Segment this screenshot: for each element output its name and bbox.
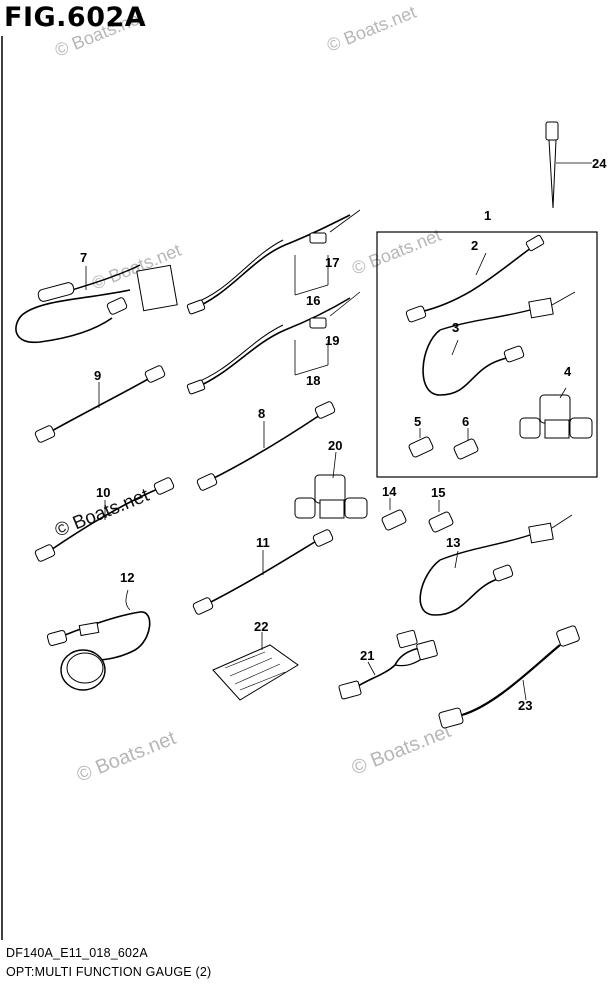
part-13-power-cable	[419, 514, 573, 616]
callout-10: 10	[96, 485, 110, 500]
part-7-sensor-cable	[15, 264, 178, 343]
part-24-cable-tie	[545, 121, 592, 209]
part-6-terminator	[453, 428, 479, 460]
callout-24: 24	[592, 156, 607, 171]
part-14-terminator	[381, 498, 407, 531]
callout-6: 6	[462, 414, 469, 429]
callout-7: 7	[80, 250, 87, 265]
footer-name: OPT:MULTI FUNCTION GAUGE (2)	[6, 965, 212, 979]
callout-5: 5	[414, 414, 421, 429]
part-18-harness	[186, 291, 361, 395]
part-2-cable	[405, 234, 545, 323]
part-23-cable	[438, 625, 580, 729]
part-10-cable	[34, 477, 175, 562]
part-11-cable	[192, 529, 334, 615]
part-15-terminator	[428, 500, 454, 533]
callout-11: 11	[256, 535, 270, 550]
part-12-transducer	[46, 589, 151, 691]
part-16-harness	[186, 209, 361, 315]
kit-box	[376, 231, 598, 478]
part-3-power-cable	[422, 291, 576, 396]
callout-20: 20	[328, 438, 342, 453]
callout-23: 23	[518, 698, 532, 713]
callout-14: 14	[382, 484, 397, 499]
callout-12: 12	[120, 570, 134, 585]
callout-3: 3	[452, 320, 459, 335]
part-22-packet	[212, 632, 299, 701]
callout-19: 19	[325, 333, 339, 348]
watermark-6: © Boats.net	[349, 720, 455, 780]
figure-title: FIG.602A	[4, 2, 147, 33]
callout-15: 15	[431, 485, 445, 500]
callout-2: 2	[471, 238, 478, 253]
callout-8: 8	[258, 406, 265, 421]
part-8-drop-cable	[196, 401, 336, 491]
part-9-drop-cable	[34, 365, 166, 443]
watermark-4: © Boats.net	[349, 225, 444, 279]
callout-16: 16	[306, 293, 320, 308]
watermark-2: © Boats.net	[324, 2, 419, 56]
callout-17: 17	[325, 255, 339, 270]
callout-22: 22	[254, 619, 268, 634]
part-4-tee-connector	[519, 387, 593, 439]
callout-13: 13	[446, 535, 460, 550]
callout-labels: 1 2 3 4 5 6 7 8 9 10 11 12 13 14 15 16 1…	[80, 156, 607, 713]
callout-21: 21	[360, 648, 374, 663]
callout-4: 4	[564, 364, 572, 379]
part-5-terminator	[408, 428, 434, 458]
callout-1: 1	[484, 208, 491, 223]
footer-code: DF140A_E11_018_602A	[6, 946, 148, 960]
callout-9: 9	[94, 368, 101, 383]
part-21-adapter	[338, 629, 438, 700]
watermark-5: © Boats.net	[74, 727, 180, 787]
part-20-tee-connector	[294, 451, 368, 519]
callout-18: 18	[306, 373, 320, 388]
